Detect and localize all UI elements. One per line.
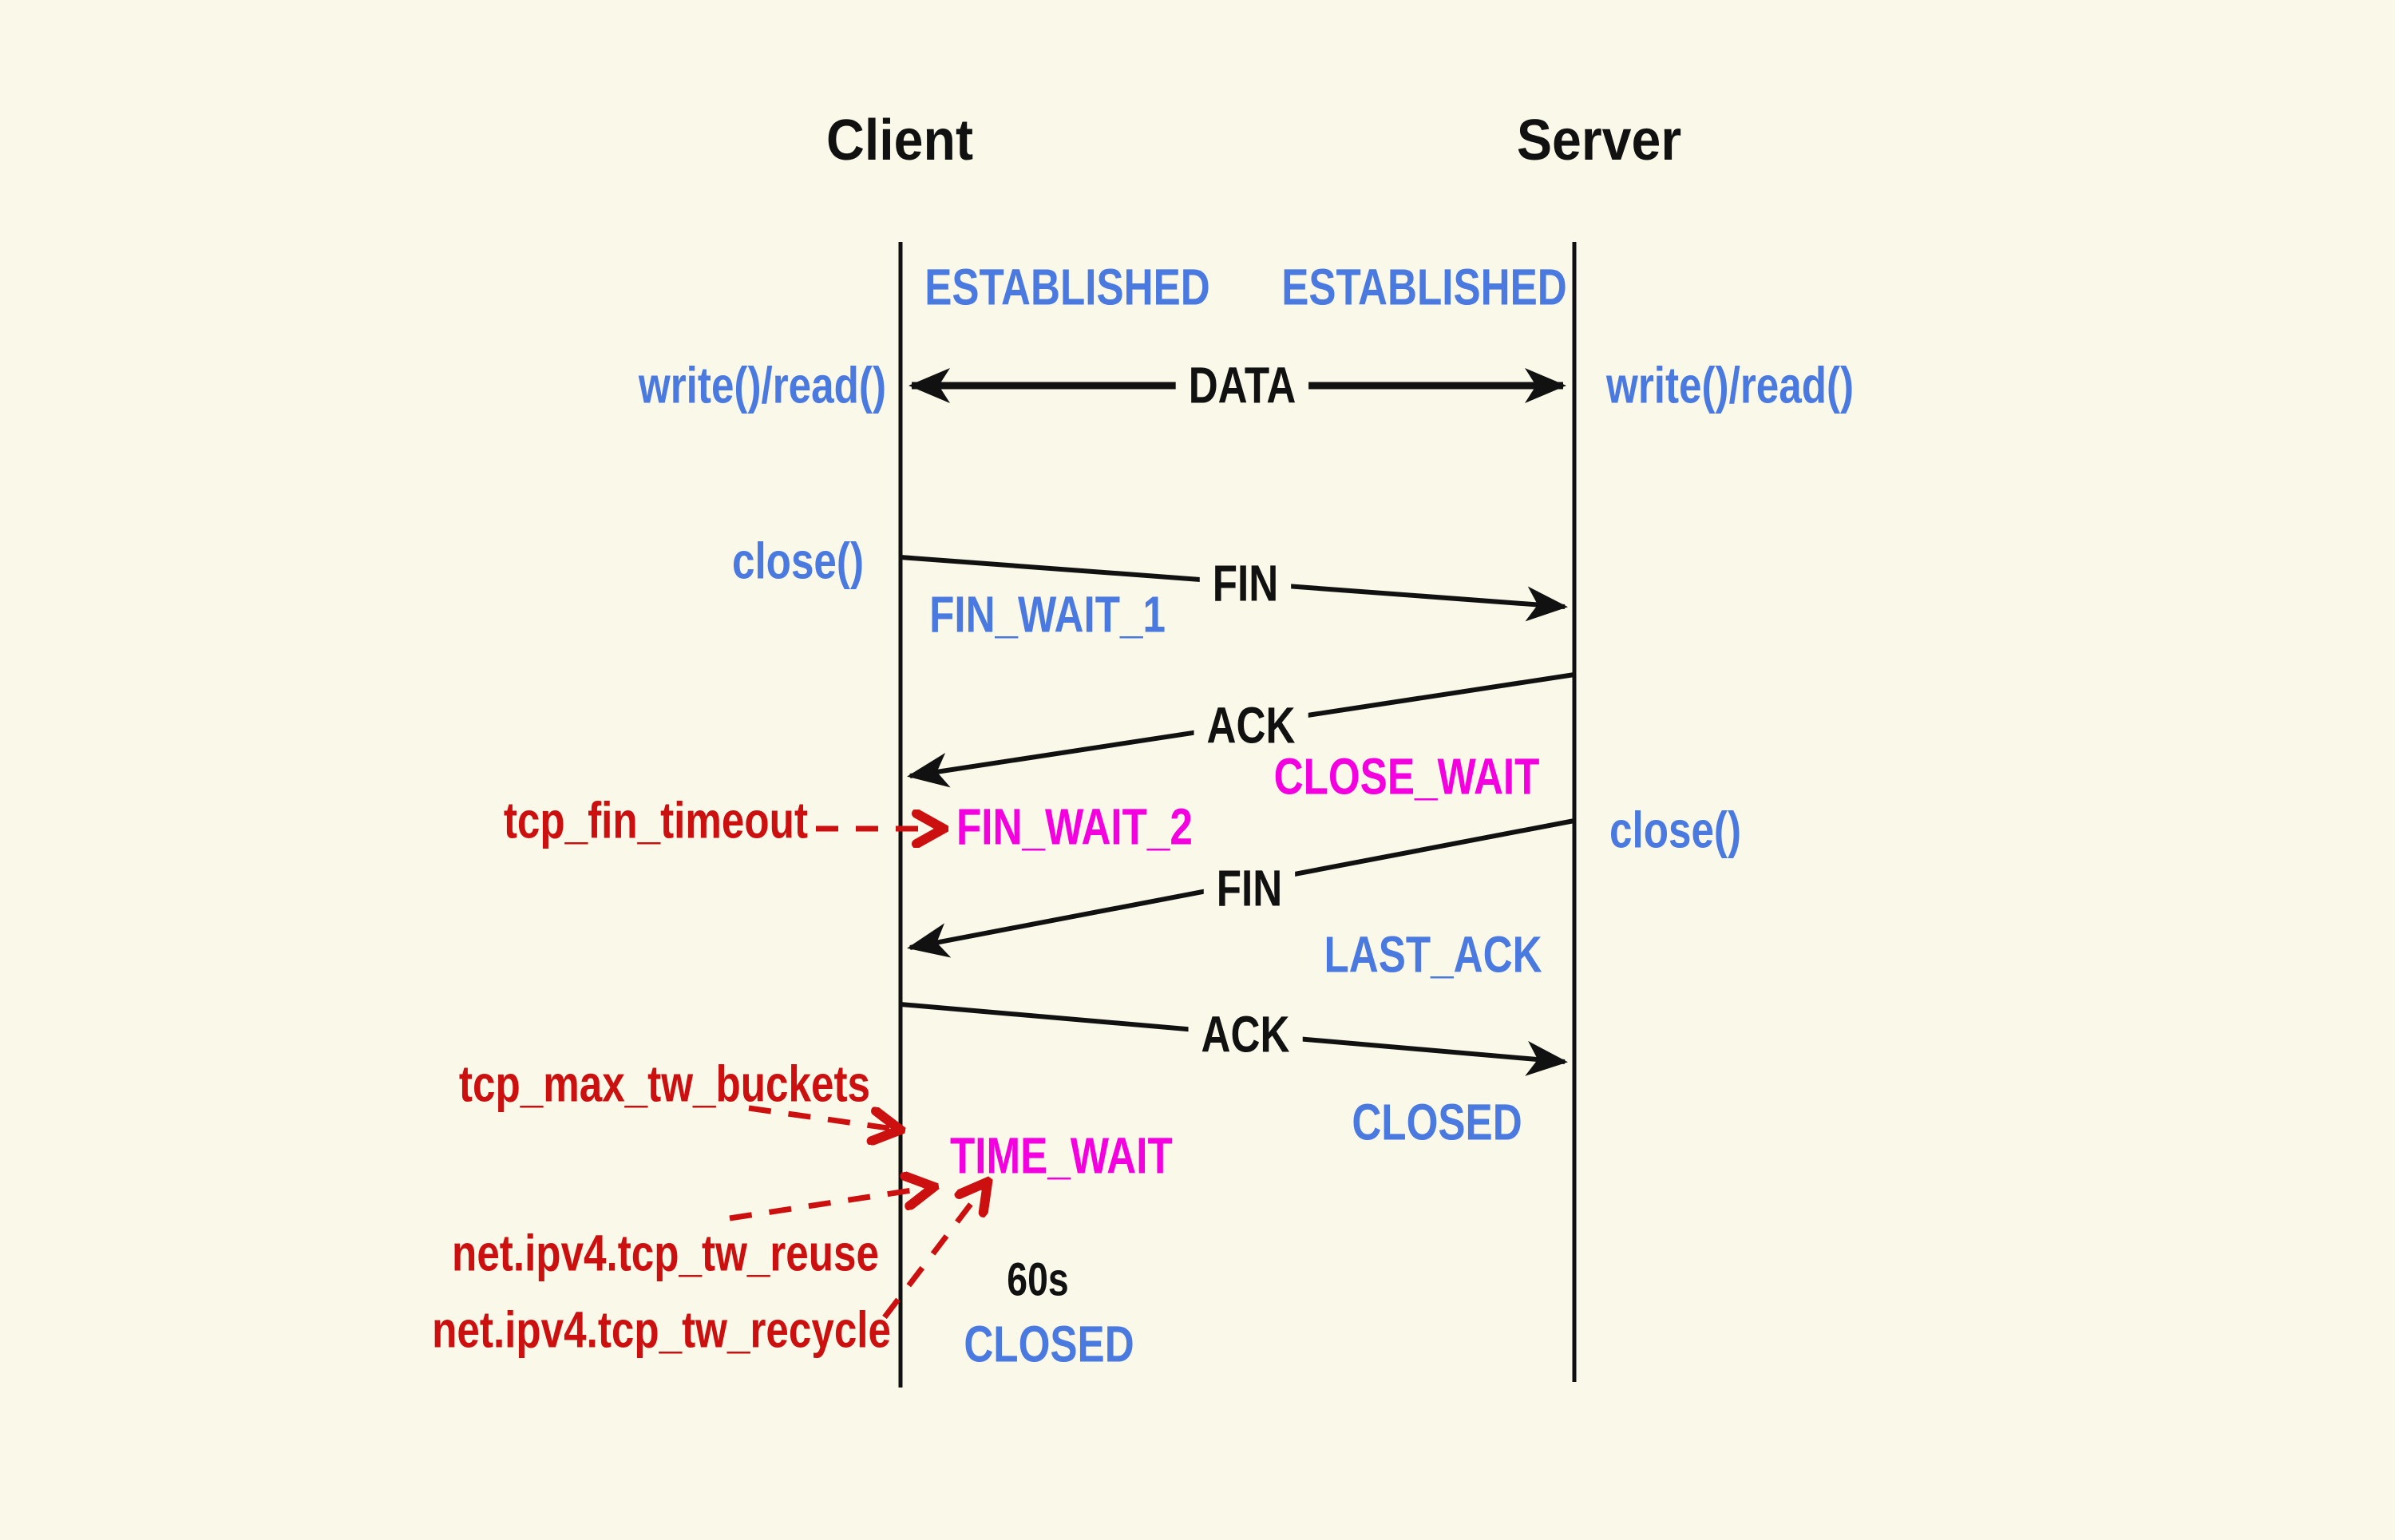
tcp-fin-timeout-label: tcp_fin_timeout bbox=[503, 791, 808, 849]
fin-2-message-label: FIN bbox=[1203, 860, 1296, 917]
tcp-tw-reuse-label: net.ipv4.tcp_tw_reuse bbox=[452, 1224, 879, 1282]
server-closed-state: CLOSED bbox=[1352, 1093, 1522, 1151]
client-header: Client bbox=[825, 109, 974, 173]
fin-1-message-label: FIN bbox=[1199, 555, 1292, 612]
close-wait-state: CLOSE_WAIT bbox=[1273, 747, 1540, 806]
fin-wait-1-state: FIN_WAIT_1 bbox=[929, 585, 1166, 643]
tcp-max-tw-buckets-arrow bbox=[748, 1105, 899, 1130]
time-wait-state: TIME_WAIT bbox=[950, 1126, 1173, 1185]
client-close-event: close() bbox=[731, 532, 864, 590]
client-established-state: ESTABLISHED bbox=[924, 258, 1210, 316]
tcp-tw-recycle-label: net.ipv4.tcp_tw_recycle bbox=[432, 1300, 891, 1359]
data-message-label: DATA bbox=[1175, 357, 1309, 414]
tcp-tw-reuse-arrow bbox=[729, 1187, 932, 1221]
server-established-state: ESTABLISHED bbox=[1281, 258, 1567, 316]
last-ack-state: LAST_ACK bbox=[1324, 925, 1542, 984]
tcp-tw-recycle-arrow bbox=[882, 1183, 987, 1320]
ack-1-message-label: ACK bbox=[1194, 697, 1308, 754]
ack-2-message-label: ACK bbox=[1188, 1006, 1303, 1063]
server-close-event: close() bbox=[1609, 801, 1742, 859]
client-write-read-event: write()/read() bbox=[638, 356, 886, 414]
time-wait-duration-label: 60s bbox=[1007, 1253, 1069, 1306]
client-closed-state: CLOSED bbox=[964, 1315, 1134, 1373]
server-write-read-event: write()/read() bbox=[1606, 356, 1855, 414]
tcp-max-tw-buckets-label: tcp_max_tw_buckets bbox=[458, 1055, 870, 1113]
fin-wait-2-state: FIN_WAIT_2 bbox=[956, 798, 1193, 856]
server-header: Server bbox=[1516, 109, 1682, 173]
